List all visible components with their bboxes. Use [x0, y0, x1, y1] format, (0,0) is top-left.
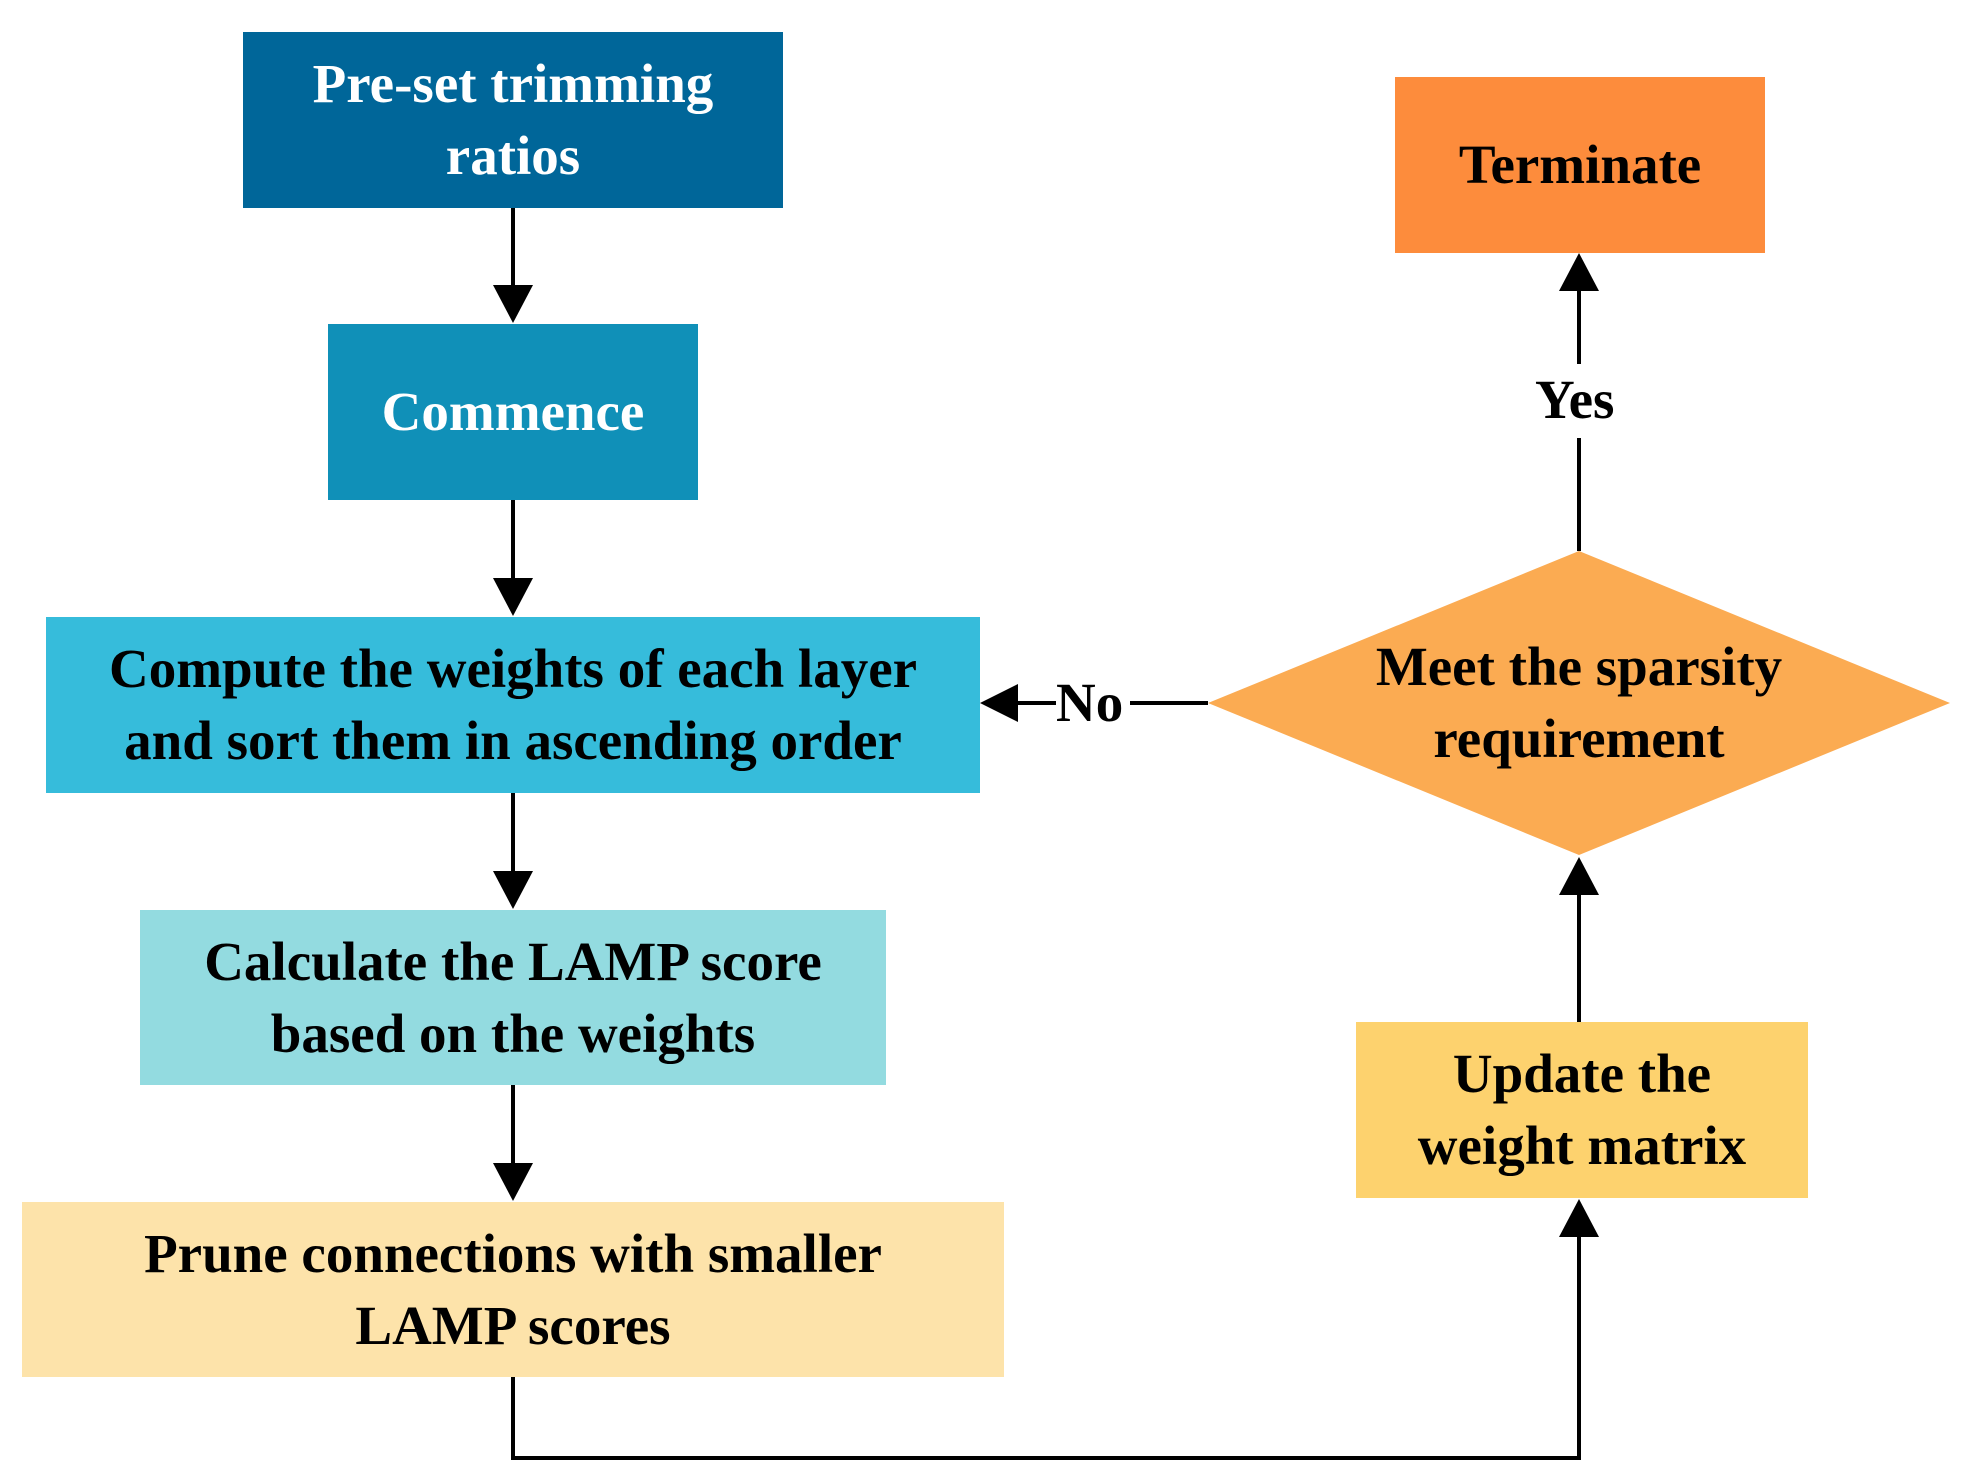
node-terminate-label: Terminate	[1458, 134, 1702, 195]
node-update-weight-matrix: Update the weight matrix	[1356, 1022, 1808, 1198]
arrow-update-to-decision	[1559, 857, 1599, 1022]
node-preset-trimming-ratios: Pre-set trimming ratios	[243, 32, 783, 208]
node-prune-line2: LAMP scores	[355, 1294, 671, 1356]
arrow-compute-to-calculate	[493, 793, 533, 909]
node-compute-line1: Compute the weights of each layer	[108, 638, 918, 699]
arrow-calculate-to-prune	[493, 1085, 533, 1201]
node-update-line1: Update the	[1452, 1043, 1712, 1104]
node-prune-line1: Prune connections with smaller	[144, 1222, 882, 1284]
edge-label-no: No	[1056, 672, 1124, 733]
node-commence-label: Commence	[381, 381, 645, 442]
node-decision-sparsity: Meet the sparsity requirement	[1290, 623, 1868, 783]
node-commence: Commence	[328, 324, 698, 500]
node-compute-line2: and sort them in ascending order	[124, 710, 902, 771]
node-update-line2: weight matrix	[1417, 1115, 1747, 1176]
decision-diamond	[1208, 551, 1950, 855]
arrow-decision-to-compute	[980, 684, 1208, 722]
node-terminate: Terminate	[1395, 77, 1765, 253]
node-calculate-line2: based on the weights	[270, 1002, 756, 1064]
node-preset-line2: ratios	[445, 125, 581, 186]
arrow-decision-to-terminate	[1559, 253, 1599, 551]
arrow-prune-to-update	[511, 1199, 1599, 1460]
node-decision-line2: requirement	[1433, 708, 1725, 769]
arrow-preset-to-commence	[493, 208, 533, 323]
node-decision-line1: Meet the sparsity	[1375, 636, 1783, 697]
node-calculate-lamp-score: Calculate the LAMP score based on the we…	[140, 910, 886, 1085]
node-calculate-line1: Calculate the LAMP score	[204, 930, 822, 992]
node-compute-weights: Compute the weights of each layer and so…	[46, 617, 980, 793]
arrow-commence-to-compute	[493, 500, 533, 616]
node-preset-line1: Pre-set trimming	[312, 53, 714, 114]
node-prune-connections: Prune connections with smaller LAMP scor…	[22, 1202, 1004, 1377]
edge-label-yes: Yes	[1535, 369, 1615, 430]
